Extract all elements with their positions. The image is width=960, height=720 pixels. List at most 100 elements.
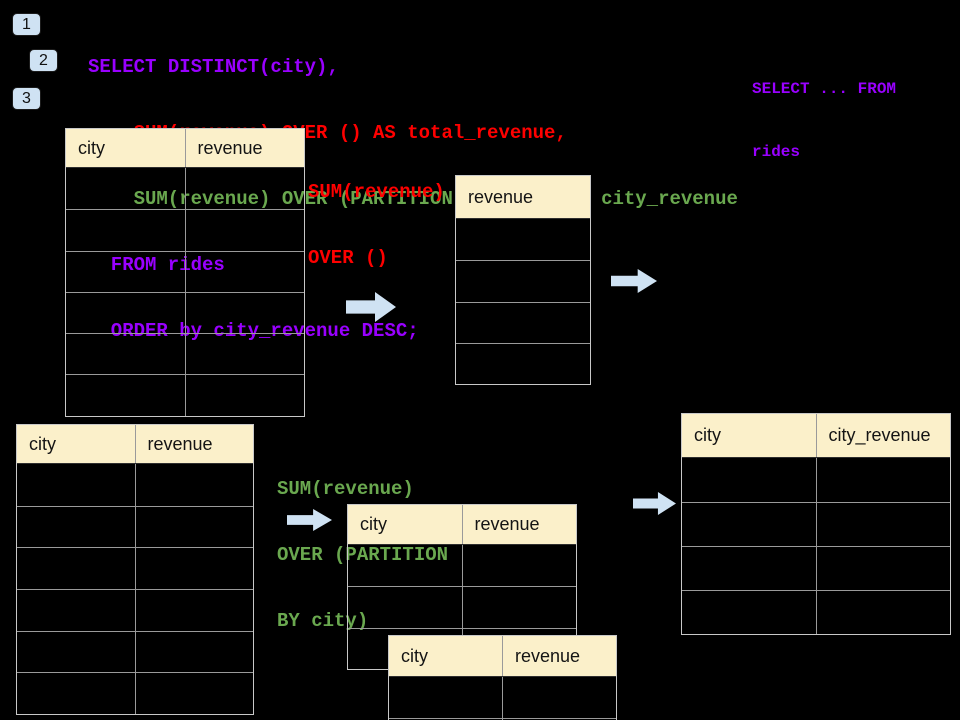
table-cell-empty	[502, 677, 616, 718]
table-partition-result: city city_revenue	[681, 413, 951, 635]
table-source-bottom-body	[17, 464, 254, 715]
table-partition-result-body	[682, 458, 950, 634]
table-row	[17, 547, 254, 590]
table-row	[66, 250, 305, 292]
table-cell-empty	[17, 464, 135, 506]
table-cell-empty	[815, 591, 951, 634]
sql-code-line-select: SELECT DISTINCT(city),	[88, 56, 339, 78]
table-cell-empty	[17, 673, 135, 714]
table-row	[456, 219, 590, 260]
table-partition-step-header: city revenue	[348, 505, 576, 545]
table-cell-empty	[134, 506, 254, 548]
table-row	[17, 505, 254, 548]
annotation-total-revenue-line-1: SUM(revenue)	[308, 181, 445, 203]
table-cell-empty	[682, 503, 816, 546]
column-header-city: city	[360, 514, 387, 534]
table-cell-empty	[815, 547, 951, 590]
table-cell-empty	[389, 677, 502, 718]
table-cell-empty	[682, 591, 816, 634]
table-partition-step-overlay: city revenue	[388, 635, 617, 720]
side-note-line-2: rides	[752, 143, 801, 161]
table-row	[66, 291, 305, 334]
table-cell-empty	[66, 375, 185, 415]
annotation-total-revenue-line-2: OVER ()	[308, 247, 388, 269]
table-source-top-body	[66, 168, 304, 416]
column-header-revenue: revenue	[468, 186, 534, 207]
step-badge-2-label: 2	[39, 51, 48, 69]
annotation-partition-line-3: BY city)	[277, 610, 369, 632]
table-cell-empty	[461, 587, 577, 628]
table-cell-empty	[456, 303, 590, 343]
table-cell-empty	[456, 344, 590, 384]
column-header-revenue: revenue	[184, 129, 305, 167]
table-cell-empty	[456, 219, 590, 260]
table-cell-empty	[682, 458, 816, 502]
table-cell-empty	[17, 507, 135, 548]
table-cell-empty	[66, 334, 185, 374]
table-total-result-body	[456, 219, 590, 384]
side-note: SELECT ... FROM rides	[752, 37, 896, 205]
table-cell-empty	[184, 292, 305, 334]
table-cell-empty	[682, 547, 816, 590]
table-source-bottom: city revenue	[16, 424, 254, 716]
step-badge-3: 3	[12, 87, 41, 110]
annotation-partition-line-2: OVER (PARTITION	[277, 544, 449, 566]
table-cell-empty	[348, 587, 462, 627]
table-cell-empty	[184, 168, 305, 210]
table-cell-empty	[184, 210, 305, 251]
table-cell-empty	[66, 252, 185, 292]
table-row	[66, 209, 305, 251]
table-cell-empty	[184, 251, 305, 292]
table-row	[682, 590, 950, 634]
annotation-partition-line-1: SUM(revenue)	[277, 478, 414, 500]
table-row	[456, 301, 590, 343]
table-cell-empty	[815, 458, 951, 502]
annotation-total-revenue: SUM(revenue) OVER ()	[308, 137, 445, 313]
table-total-result-header: revenue	[456, 176, 590, 219]
column-header-revenue: revenue	[502, 636, 616, 676]
table-row	[66, 374, 305, 416]
column-header-city: city	[694, 425, 721, 445]
table-cell-empty	[134, 548, 254, 590]
table-cell-empty	[184, 375, 305, 416]
table-cell-empty	[17, 590, 135, 631]
table-cell-empty	[134, 673, 254, 715]
table-row	[682, 502, 950, 546]
step-badge-1-label: 1	[22, 15, 31, 33]
table-cell-empty	[17, 632, 135, 673]
table-row	[66, 333, 305, 375]
table-cell-empty	[134, 464, 254, 506]
table-cell-empty	[66, 210, 185, 250]
column-header-city-revenue: city_revenue	[815, 414, 951, 457]
table-row	[17, 464, 253, 506]
column-header-city: city	[401, 645, 428, 666]
table-row	[17, 589, 253, 631]
table-cell-empty	[456, 261, 590, 301]
side-note-line-1: SELECT ... FROM	[752, 80, 897, 98]
table-total-result: revenue	[455, 175, 591, 386]
table-cell-empty	[461, 545, 577, 587]
column-header-revenue: revenue	[134, 425, 254, 463]
table-cell-empty	[815, 503, 951, 546]
table-row	[348, 545, 577, 587]
table-source-bottom-header: city revenue	[17, 425, 253, 464]
table-partition-step-overlay-body	[389, 677, 616, 720]
table-row	[456, 342, 590, 384]
sql-code-line-from: FROM rides	[110, 254, 225, 276]
table-row	[17, 672, 254, 715]
table-cell-empty	[134, 631, 254, 673]
annotation-partition: SUM(revenue) OVER (PARTITION BY city)	[277, 434, 448, 676]
table-row	[389, 677, 616, 718]
column-header-revenue: revenue	[461, 505, 577, 544]
table-cell-empty	[184, 334, 305, 375]
table-source-top-header: city revenue	[66, 129, 304, 168]
table-row	[682, 546, 950, 590]
table-partition-step: city revenue	[347, 504, 577, 670]
table-partition-result-header: city city_revenue	[682, 414, 950, 458]
table-row	[17, 630, 254, 673]
step-badge-3-label: 3	[22, 89, 31, 107]
table-cell-empty	[134, 590, 254, 631]
column-header-city: city	[29, 433, 56, 454]
table-cell-empty	[66, 293, 185, 333]
